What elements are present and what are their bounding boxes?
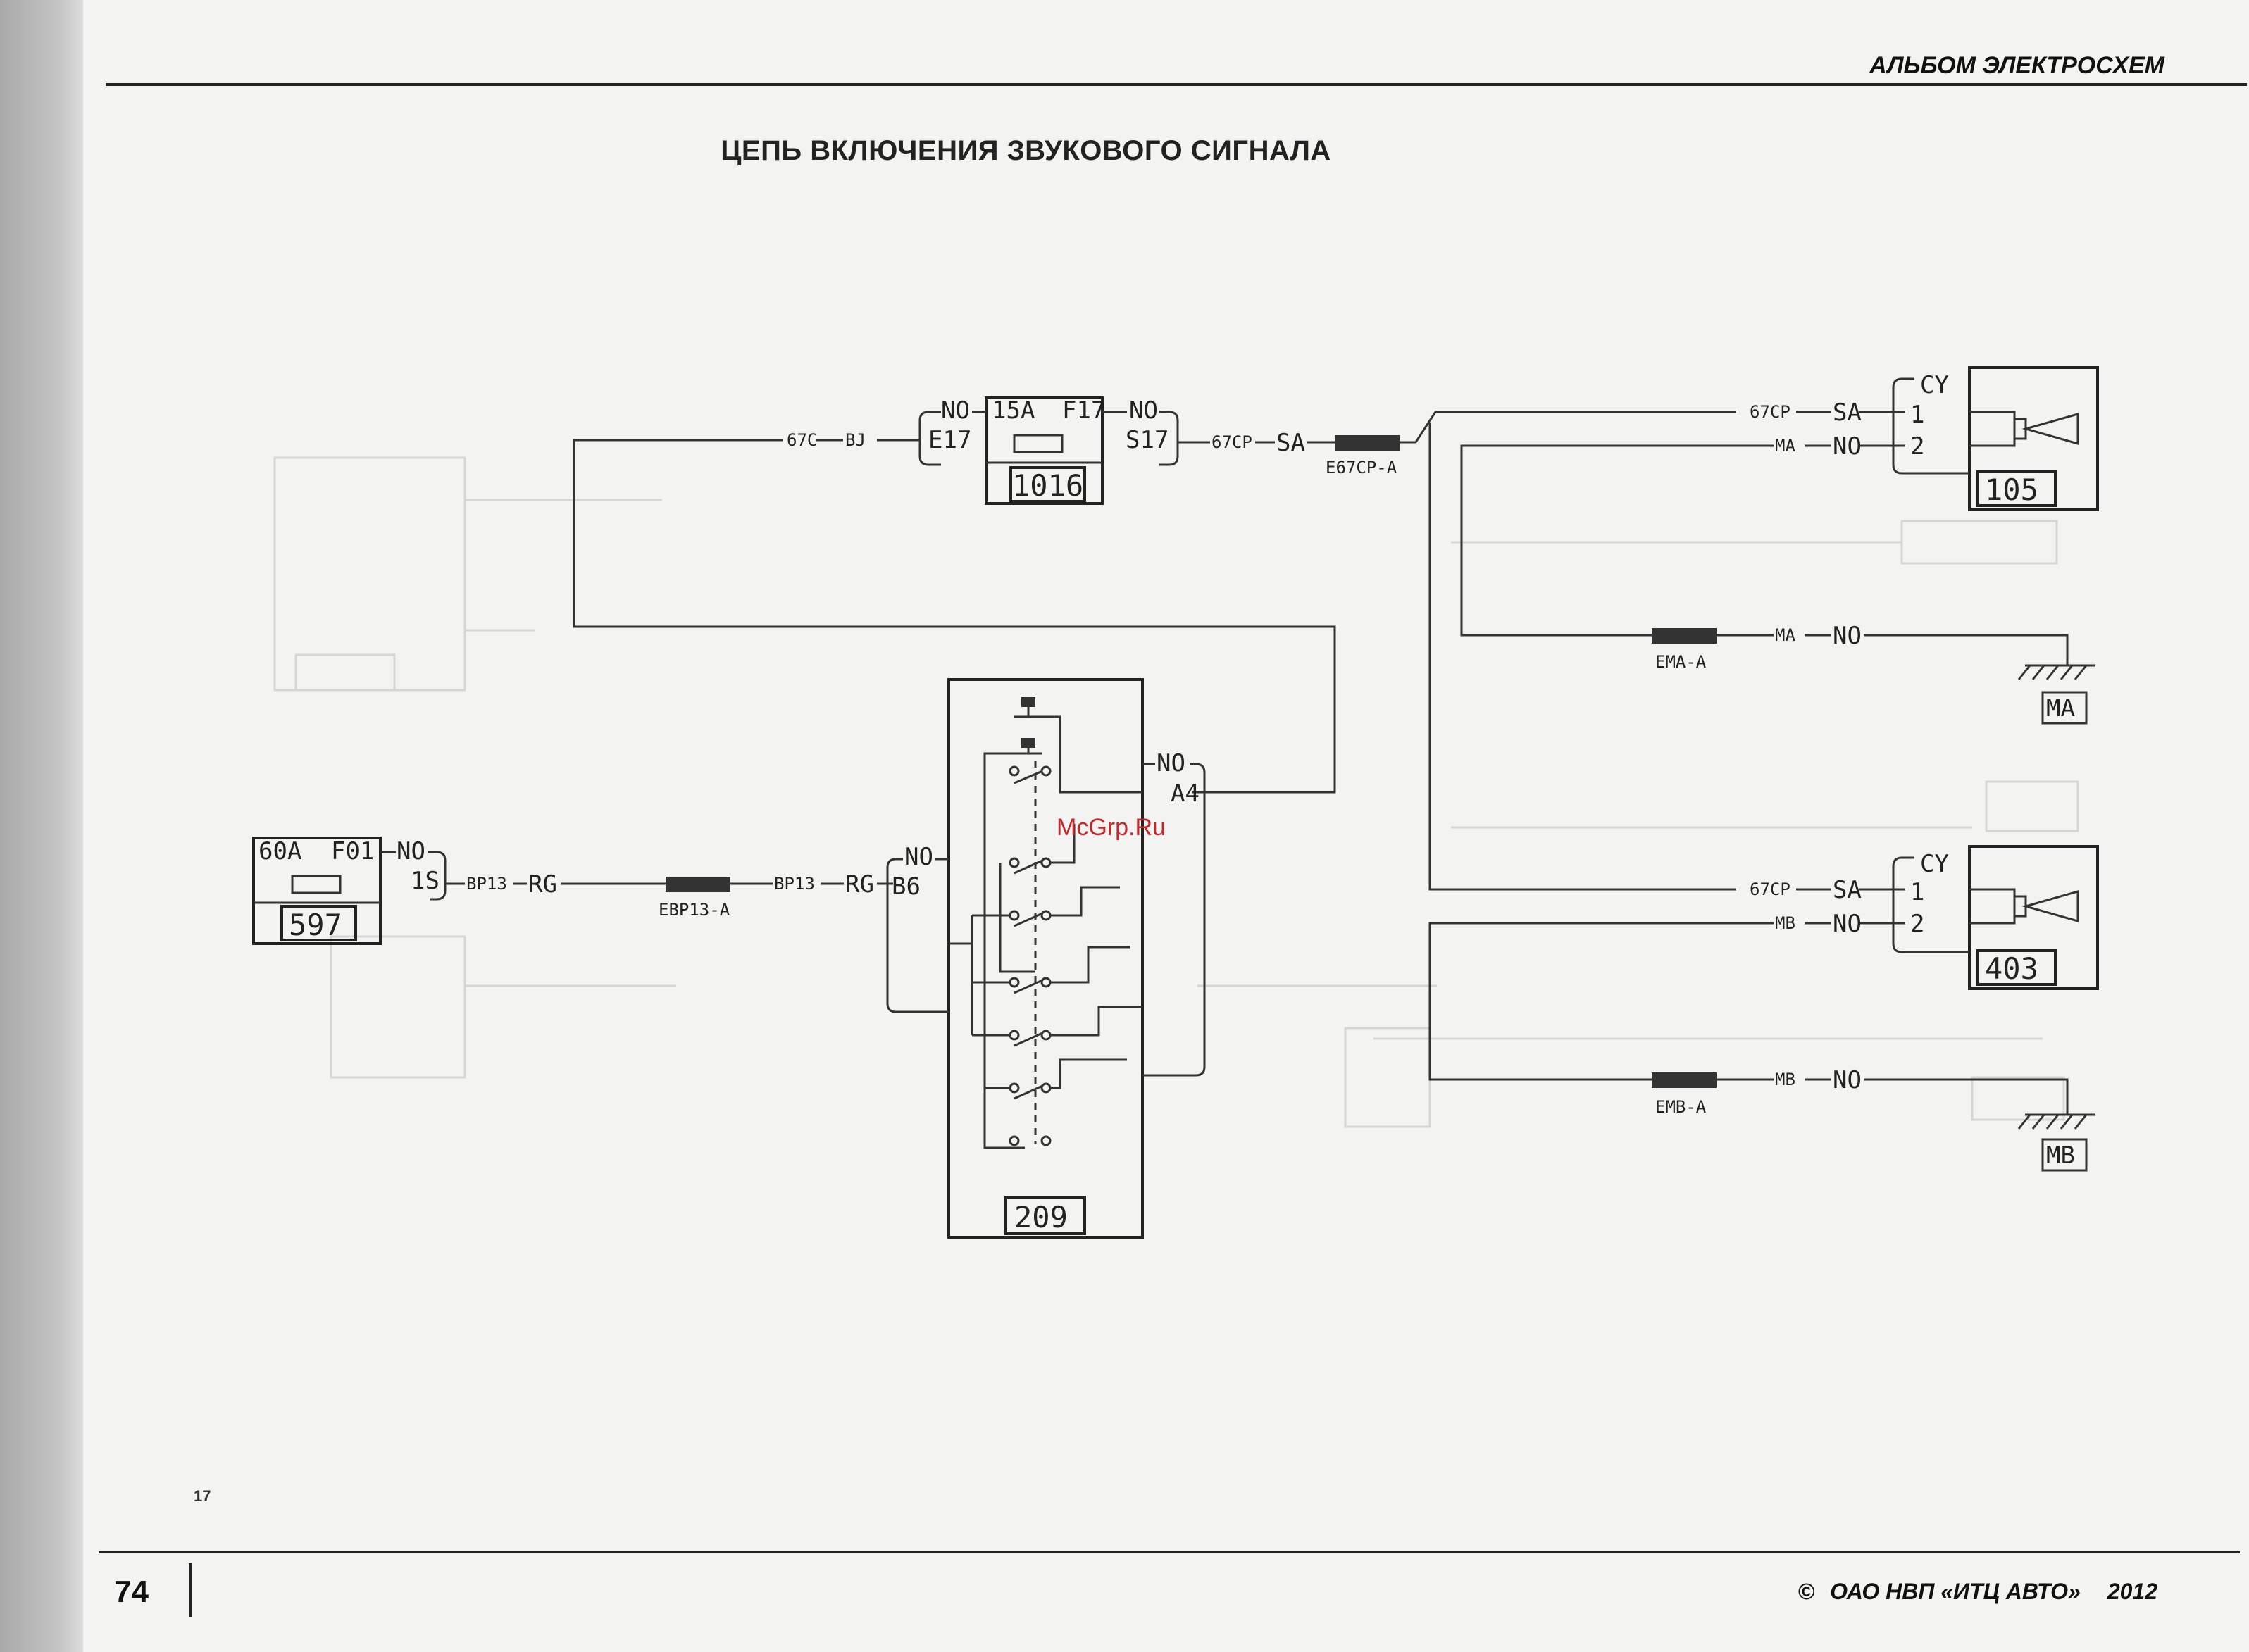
fuse-1016-pin-in: E17 (928, 426, 971, 454)
horn-105-pin1: 1 (1910, 401, 1924, 429)
splice-emb-a (1652, 1072, 1717, 1088)
wire-label-no-mb: NO (1833, 1066, 1862, 1094)
horn-105-connector: CY (1920, 371, 1949, 399)
fuse-1016-number: 1016 (1012, 468, 1083, 503)
horn-403-pin2: 2 (1910, 910, 1924, 938)
fuse-1016-id: F17 (1062, 396, 1105, 425)
horn-105-number: 105 (1985, 473, 2038, 507)
wire-label-no-105: NO (1833, 432, 1862, 461)
wire-label-67cp-403: 67CP (1750, 880, 1790, 899)
ground-ma-label: MA (2046, 694, 2075, 722)
wire-label-bj: BJ (845, 430, 866, 450)
switch-209-pin-left-no: NO (904, 843, 933, 871)
fuse-597-number: 597 (289, 908, 342, 942)
copyright-year: 2012 (2107, 1579, 2157, 1604)
switch-209: 209 NO A4 NO B6 (887, 680, 1204, 1237)
splice-e67cp-a (1335, 435, 1400, 451)
wire-label-bp13-right: BP13 (774, 874, 815, 894)
reference-number: 17 (194, 1487, 211, 1506)
switch-209-pin-top-no: NO (1157, 749, 1185, 777)
switch-contacts (949, 697, 1142, 1148)
copyright-org: ОАО НВП «ИТЦ АВТО» (1830, 1579, 2081, 1604)
wire-horn-403: 67CP SA MB NO (1430, 876, 1862, 1080)
fuse-597: 60A F01 597 NO 1S (254, 837, 445, 944)
wire-label-sa-105: SA (1833, 399, 1862, 427)
wire-label-no-ground: NO (1833, 622, 1862, 650)
horn-403-pin1: 1 (1910, 878, 1924, 906)
wire-label-mb-403: MB (1775, 913, 1795, 933)
splice-label-ebp13-a: EBP13-A (659, 900, 730, 920)
wire-label-ma-ground: MA (1775, 625, 1795, 645)
wire-label-sa: SA (1276, 429, 1305, 457)
fuse-597-id: F01 (331, 837, 374, 865)
watermark-text: McGrp.Ru (1057, 814, 1166, 841)
wire-label-67cp-105: 67CP (1750, 402, 1790, 422)
fuse-597-rating: 60A (258, 837, 301, 865)
copyright-symbol: © (1798, 1579, 1815, 1604)
wire-label-no-403: NO (1833, 910, 1862, 938)
splice-ema-a (1652, 628, 1717, 644)
footer-rule (99, 1551, 2240, 1553)
wire-label-bp13-left: BP13 (466, 874, 507, 894)
wire-ground-mb: EMB-A MB NO (1652, 1066, 2067, 1117)
wire-ground-ma: EMA-A MA NO (1652, 622, 2067, 672)
wire-label-ma-105: MA (1775, 436, 1795, 456)
ground-mb-icon: MB (2019, 1115, 2095, 1170)
fuse-1016-rating: 15A (992, 396, 1035, 425)
wire-label-mb-ground: MB (1775, 1070, 1795, 1089)
ground-mb-label: MB (2046, 1141, 2075, 1170)
horn-403-connector: CY (1920, 850, 1949, 878)
page-number: 74 (114, 1575, 149, 1610)
switch-209-pin-left: B6 (892, 872, 921, 901)
horn-403-number: 403 (1985, 951, 2038, 986)
wire-67cp-sa-main: 67CP SA E67CP-A (1178, 412, 1736, 889)
fuse-1016-pin-out: S17 (1126, 426, 1169, 454)
wire-67c-bj: BJ 67C (574, 430, 1335, 792)
splice-label-e67cp-a: E67CP-A (1326, 458, 1397, 477)
wire-label-67c: 67C (787, 430, 817, 450)
fuse-1016-pin-in-no: NO (941, 396, 970, 425)
page-number-divider (189, 1563, 192, 1617)
splice-ebp13-a (666, 877, 730, 892)
wire-label-sa-403: SA (1833, 876, 1862, 904)
wire-bp13-rg: BP13 RG EBP13-A BP13 RG (445, 870, 893, 920)
fuse-597-pin-no: NO (397, 837, 425, 865)
horn-105-pin2: 2 (1910, 432, 1924, 461)
horn-105: 105 CY 1 2 (1859, 368, 2098, 510)
wire-label-67cp: 67CP (1211, 432, 1252, 452)
switch-209-number: 209 (1014, 1200, 1068, 1234)
wire-horn-105: 67CP SA MA NO (1462, 399, 1862, 635)
switch-209-pin-top: A4 (1171, 780, 1200, 808)
fuse-1016: 15A F17 1016 NO E17 NO S17 (920, 396, 1178, 503)
fuse-597-pin: 1S (411, 867, 440, 895)
ground-ma-icon: MA (2019, 665, 2095, 723)
splice-label-emb-a: EMB-A (1655, 1097, 1707, 1117)
copyright: © ОАО НВП «ИТЦ АВТО» 2012 (1798, 1579, 2157, 1605)
splice-label-ema-a: EMA-A (1655, 652, 1707, 672)
wire-label-rg-right: RG (845, 870, 874, 899)
horn-403: 403 CY 1 2 (1859, 846, 2098, 989)
fuse-1016-pin-out-no: NO (1129, 396, 1158, 425)
wire-label-rg-left: RG (528, 870, 557, 899)
